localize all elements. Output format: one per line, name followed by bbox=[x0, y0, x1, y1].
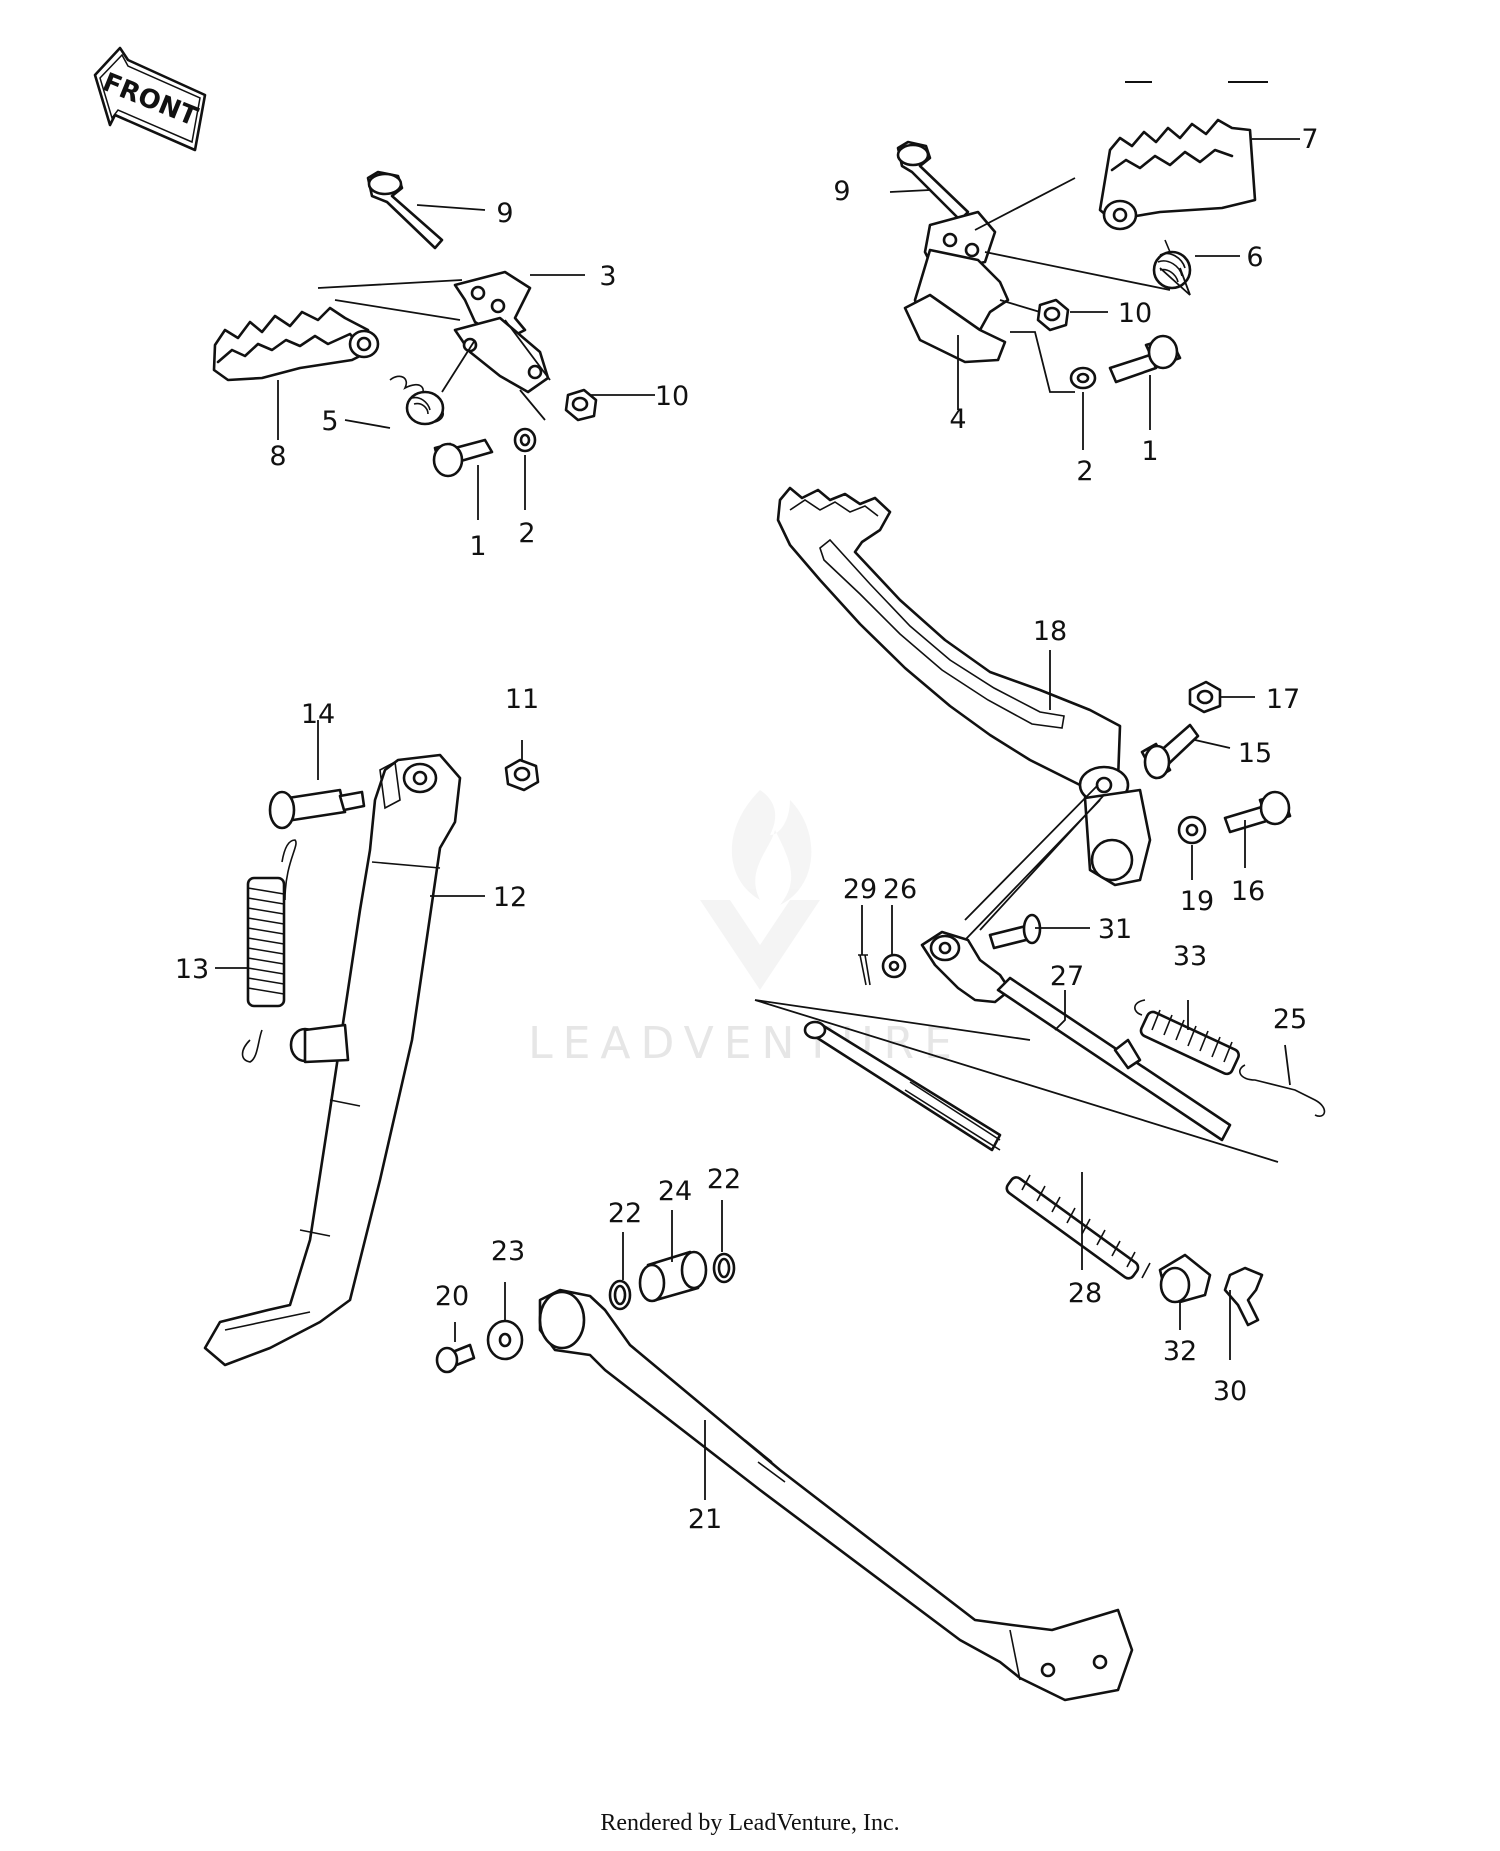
callout-20: 20 bbox=[435, 1281, 469, 1312]
brake-switch-spring bbox=[1134, 999, 1240, 1076]
lower-rod-assembly bbox=[435, 1250, 1134, 1702]
brake-lever-arm bbox=[920, 930, 1012, 1004]
brake-pedal-assembly bbox=[754, 486, 1326, 1327]
stand-rod bbox=[538, 1288, 1134, 1702]
linkage-pin bbox=[988, 913, 1042, 950]
callout-26: 26 bbox=[883, 874, 917, 905]
callout-8: 8 bbox=[269, 441, 286, 472]
callout-27: 27 bbox=[1050, 961, 1084, 992]
side-stand-assembly bbox=[203, 753, 540, 1367]
cotter-pin bbox=[858, 954, 871, 986]
leader-lines bbox=[215, 138, 1300, 1500]
left-footpeg-assembly bbox=[212, 170, 598, 478]
callout-28: 28 bbox=[1068, 1278, 1102, 1309]
callout-19: 19 bbox=[1180, 886, 1214, 917]
return-spring bbox=[1152, 239, 1192, 290]
callout-labels: 9 3 5 10 8 1 2 7 9 6 10 4 1 2 11 14 12 1… bbox=[175, 124, 1319, 1535]
callout-24: 24 bbox=[658, 1176, 692, 1207]
callout-25: 25 bbox=[1273, 1004, 1307, 1035]
footpeg-bracket bbox=[903, 210, 1010, 364]
callout-2-left: 2 bbox=[518, 518, 535, 549]
callout-13: 13 bbox=[175, 954, 209, 985]
nut bbox=[1036, 298, 1070, 332]
pivot-pin bbox=[366, 170, 444, 250]
callout-10-left: 10 bbox=[655, 381, 689, 412]
bolt bbox=[1108, 334, 1182, 384]
footpeg-right bbox=[1098, 118, 1257, 231]
callout-23: 23 bbox=[491, 1236, 525, 1267]
callout-33: 33 bbox=[1173, 941, 1207, 972]
brake-rod bbox=[803, 976, 1232, 1152]
callout-17: 17 bbox=[1266, 684, 1300, 715]
pivot-bolt bbox=[268, 788, 366, 830]
nut bbox=[564, 388, 598, 422]
front-arrow-badge: FRONT bbox=[93, 46, 207, 152]
pedal-bolt bbox=[1140, 723, 1200, 780]
callout-22-right: 22 bbox=[707, 1164, 741, 1195]
callout-9-right: 9 bbox=[833, 176, 850, 207]
nut bbox=[504, 758, 540, 792]
callout-4: 4 bbox=[949, 404, 966, 435]
right-footpeg-assembly bbox=[896, 118, 1257, 393]
brake-rod-spring bbox=[1005, 1174, 1151, 1280]
pedal-stop-bolt bbox=[1223, 790, 1292, 834]
callout-10-right: 10 bbox=[1118, 298, 1152, 329]
callout-12: 12 bbox=[493, 882, 527, 913]
callout-30: 30 bbox=[1213, 1376, 1247, 1407]
brake-pedal bbox=[776, 486, 1152, 887]
small-bolt bbox=[435, 1343, 476, 1374]
callout-2-right: 2 bbox=[1076, 456, 1093, 487]
callout-29: 29 bbox=[843, 874, 877, 905]
watermark-logo bbox=[700, 790, 820, 990]
footer-credit: Rendered by LeadVenture, Inc. bbox=[600, 1810, 900, 1836]
brake-rod-joint bbox=[1158, 1253, 1212, 1304]
footpeg-left bbox=[212, 306, 380, 382]
return-spring bbox=[389, 375, 445, 426]
pivot-pin bbox=[896, 140, 970, 222]
callout-21: 21 bbox=[688, 1504, 722, 1535]
pedal-nut bbox=[1188, 680, 1222, 714]
bolt bbox=[432, 438, 494, 478]
stand-spring bbox=[241, 839, 297, 1063]
callout-32: 32 bbox=[1163, 1336, 1197, 1367]
callout-22-left: 22 bbox=[608, 1198, 642, 1229]
callout-6: 6 bbox=[1246, 242, 1263, 273]
callout-1-left: 1 bbox=[469, 531, 486, 562]
callout-31: 31 bbox=[1098, 914, 1132, 945]
callout-7: 7 bbox=[1301, 124, 1318, 155]
callout-9-left: 9 bbox=[496, 198, 513, 229]
callout-14: 14 bbox=[301, 699, 335, 730]
collar bbox=[638, 1250, 708, 1303]
callout-1-right: 1 bbox=[1141, 436, 1158, 467]
callout-5: 5 bbox=[321, 406, 338, 437]
callout-15: 15 bbox=[1238, 738, 1272, 769]
spring-hook bbox=[1239, 1064, 1326, 1117]
adjusting-nut bbox=[1223, 1266, 1264, 1327]
callout-18: 18 bbox=[1033, 616, 1067, 647]
side-stand bbox=[203, 753, 462, 1367]
callout-11: 11 bbox=[505, 684, 539, 715]
footpeg-bracket bbox=[453, 270, 550, 394]
callout-16: 16 bbox=[1231, 876, 1265, 907]
callout-3: 3 bbox=[599, 261, 616, 292]
